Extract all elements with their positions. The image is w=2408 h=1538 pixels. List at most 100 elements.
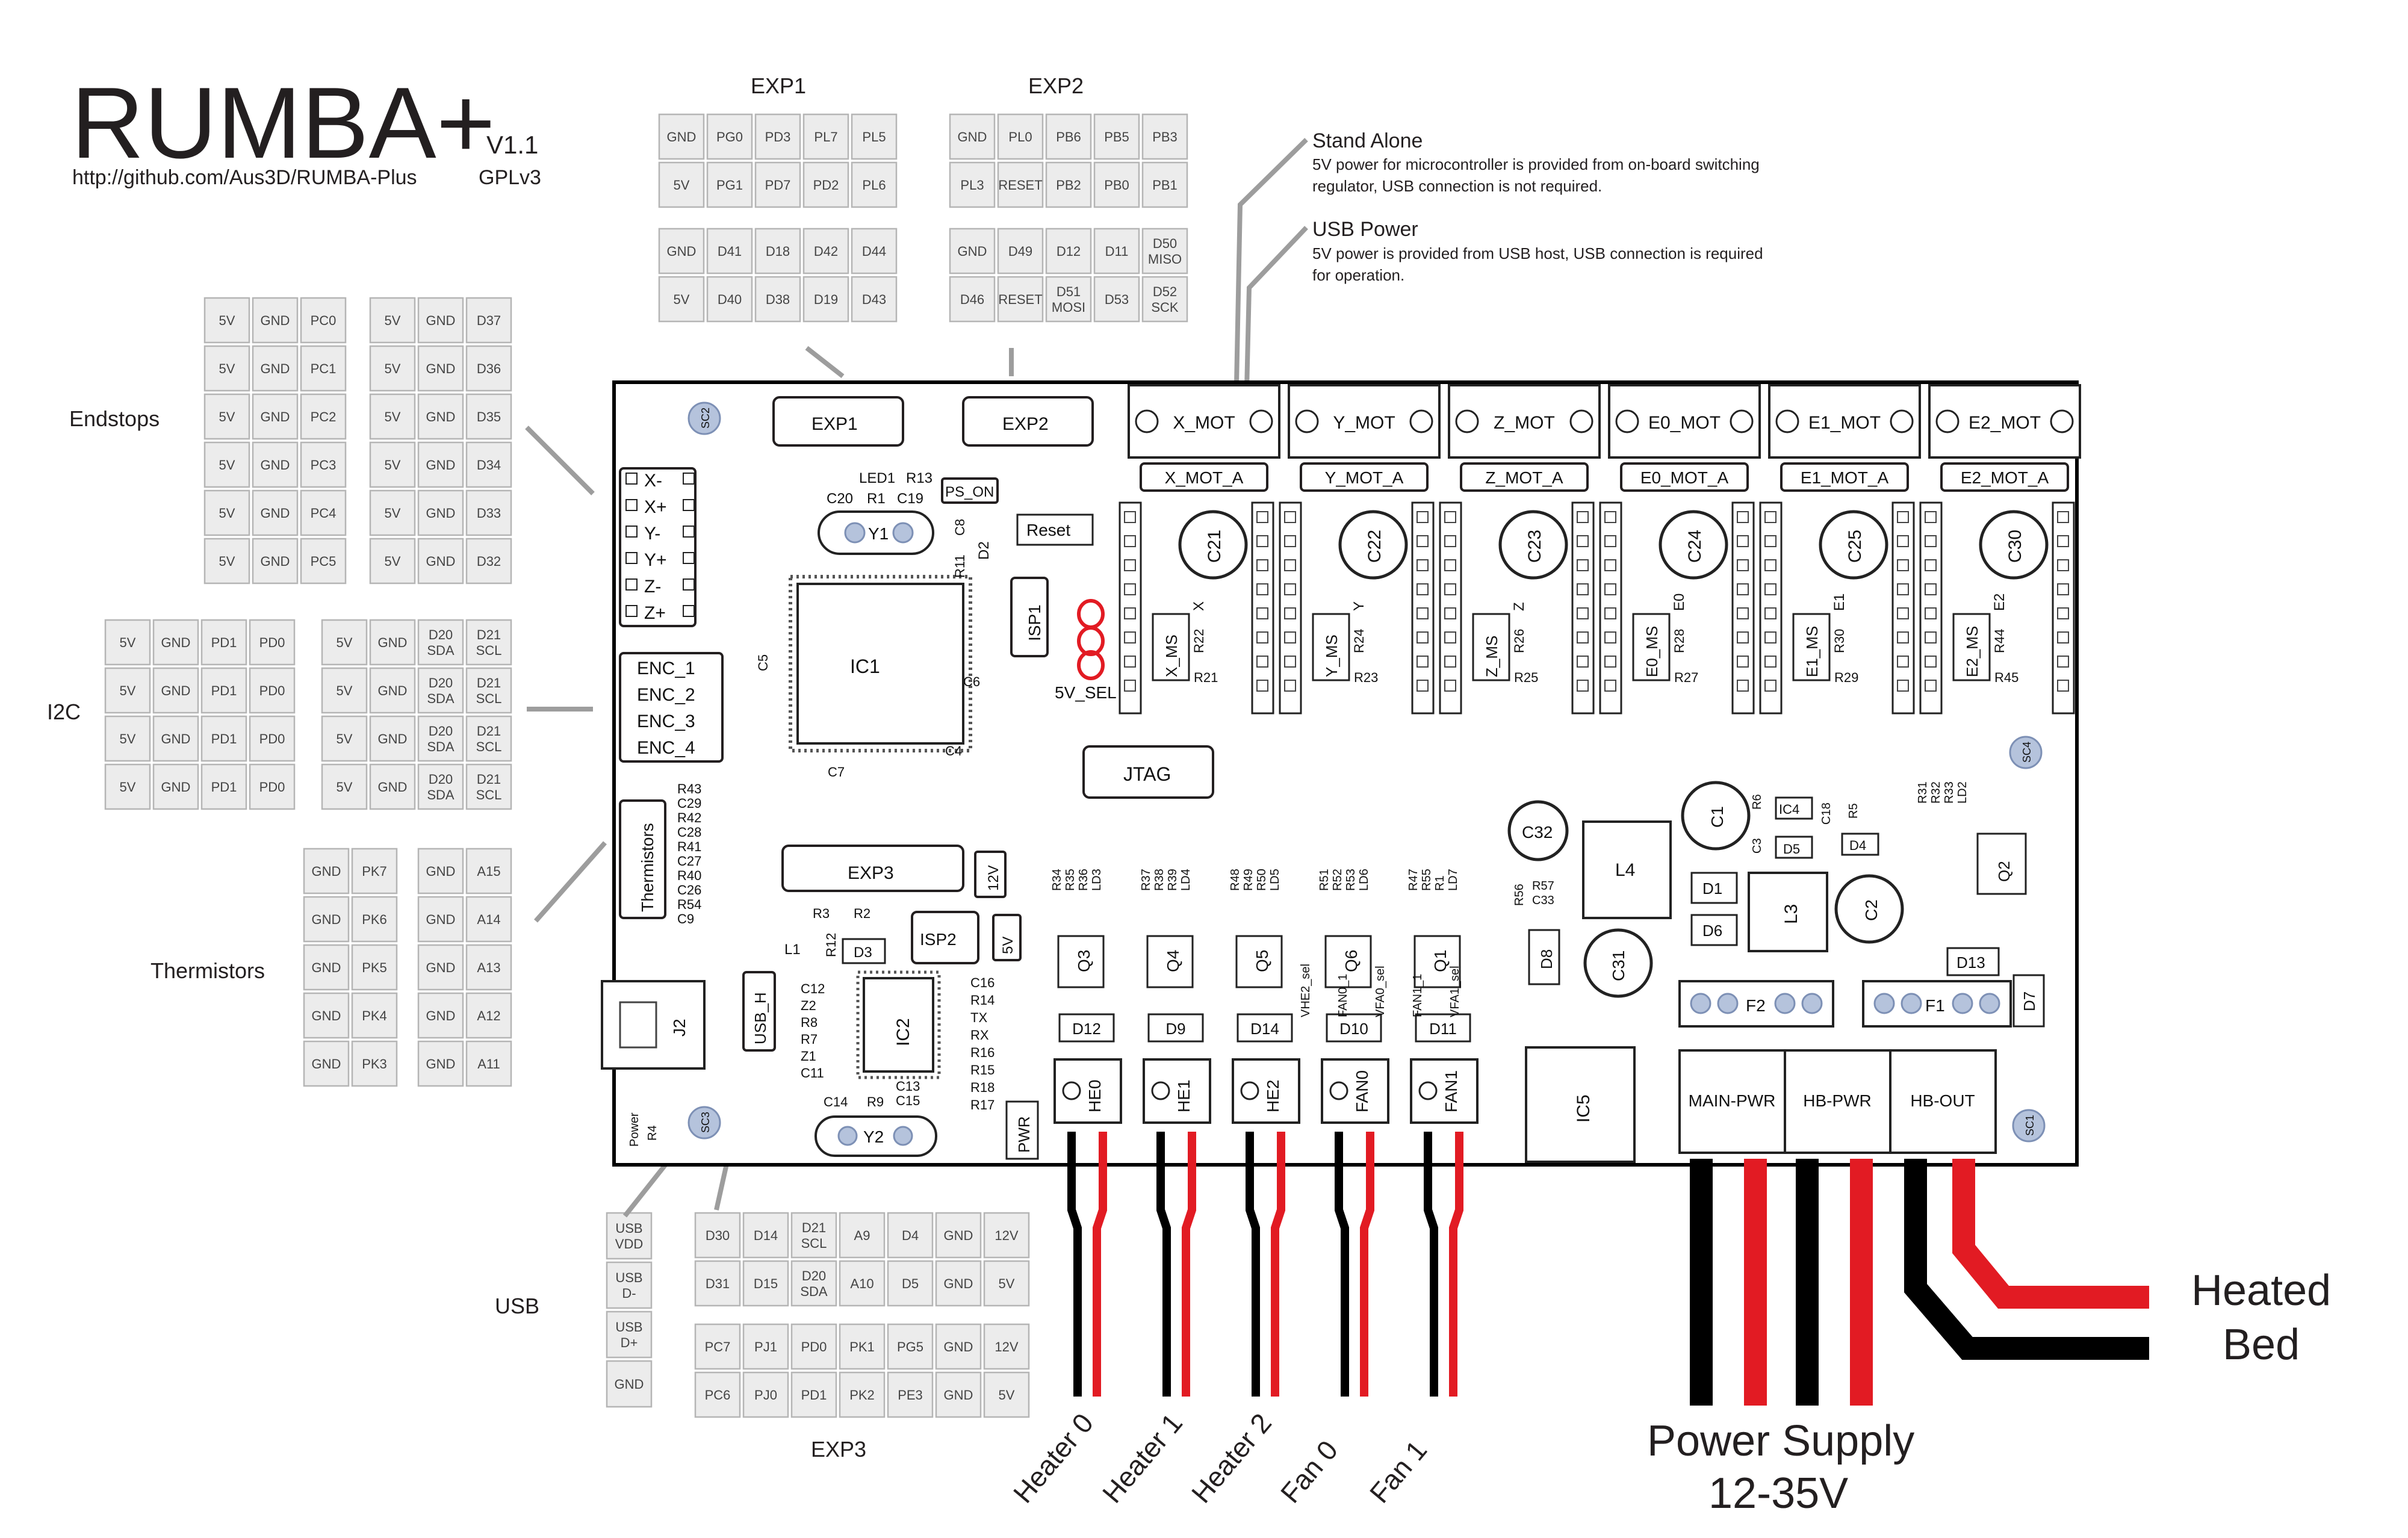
reset-button[interactable] (1016, 513, 1094, 546)
board-version: V1.1 (486, 131, 538, 159)
therm-part: R40 (677, 868, 701, 883)
motor-alt-header[interactable] (1780, 462, 1909, 492)
i2c_left-pin: GND (161, 635, 191, 650)
exp2_top-cell (1141, 113, 1188, 160)
motor-alt-header[interactable] (1140, 462, 1268, 492)
endstops_left-cell (252, 297, 299, 344)
ms-jumper[interactable] (1472, 613, 1510, 681)
i2c_left-pin: 5V (120, 731, 136, 746)
endstop-pin-Z+: Z+ (644, 603, 666, 623)
motor-connector-Z_MOT[interactable] (1448, 384, 1601, 459)
exp1_bottom-cell (706, 228, 753, 274)
motor-alt-header[interactable] (1940, 462, 2069, 492)
mosfet-label: Q3 (1075, 950, 1093, 972)
isp2-header[interactable] (911, 911, 979, 964)
exp2_bottom-cell (949, 228, 996, 274)
exp3_top-pin: D31 (706, 1276, 730, 1291)
endstops_left-pin: 5V (219, 313, 235, 328)
i2c_right-cell (465, 715, 512, 762)
mosfet-Q3 (1057, 935, 1105, 988)
motor-connector-Y_MOT[interactable] (1288, 384, 1441, 459)
i2c_right-pin: 5V (337, 780, 353, 795)
power-connector-HB-OUT[interactable] (1889, 1049, 1997, 1154)
endstop-header: X-X+Y-Y+Z-Z+ (619, 467, 697, 627)
motor-connector-E0_MOT[interactable] (1608, 384, 1761, 459)
v12-header[interactable] (974, 851, 1007, 898)
endstops_left-pin: PC0 (311, 313, 337, 328)
ms-jumper[interactable] (1952, 613, 1991, 681)
ms-jumper[interactable] (1792, 613, 1831, 681)
motor-label: E0_MOT (1648, 413, 1721, 433)
axis-label: Y (1351, 601, 1367, 611)
output-connector-FAN1[interactable] (1410, 1058, 1479, 1124)
exp1_top-cell (706, 161, 753, 208)
jtag-header[interactable] (1082, 745, 1214, 799)
v5-header[interactable] (992, 914, 1022, 961)
ic2-right-part: RX (970, 1028, 989, 1043)
sel-jumper-bottom[interactable] (1077, 650, 1105, 680)
sc1-mount (2012, 1109, 2046, 1143)
therm-part: C29 (677, 796, 701, 811)
power-connector-MAIN-PWR[interactable] (1678, 1049, 1786, 1154)
therm_right-cell (465, 896, 512, 943)
exp2_bottom-cell (1141, 228, 1188, 274)
endstops_left-cell (252, 538, 299, 585)
ms-jumper[interactable] (1152, 613, 1190, 681)
therm_left-pin: PK4 (362, 1008, 387, 1023)
resistor-label: R24 (1351, 629, 1367, 653)
y1-label: Y1 (868, 524, 889, 543)
exp1-header[interactable] (772, 396, 904, 447)
therm_left-pin: PK5 (362, 960, 387, 975)
isp1-header[interactable] (1010, 577, 1049, 657)
exp3_bottom-pin: PK2 (849, 1388, 875, 1403)
therm_left-pin: GND (312, 1056, 341, 1071)
output-connector-HE1[interactable] (1143, 1058, 1211, 1124)
therm_right-pin: A15 (477, 864, 500, 879)
motor-connector-E1_MOT[interactable] (1768, 384, 1921, 459)
therm_left-cell (303, 944, 350, 991)
therm_right-cell (465, 1040, 512, 1087)
output-connector-HE0[interactable] (1054, 1058, 1122, 1124)
ps-on-header[interactable] (941, 477, 999, 504)
ms-label: X_MS (1162, 634, 1181, 677)
ms-jumper[interactable] (1312, 613, 1350, 681)
exp2_bottom-pin: D12 (1057, 244, 1081, 259)
power-connector-HB-PWR[interactable] (1784, 1049, 1891, 1154)
thermistor-header[interactable] (619, 799, 666, 919)
power-connector-label: MAIN-PWR (1689, 1091, 1776, 1110)
diode-label: D9 (1165, 1020, 1185, 1038)
endstops_left-pin: 5V (219, 409, 235, 424)
output-wire-label: Heater 2 (1185, 1407, 1277, 1509)
exp2-header[interactable] (962, 396, 1094, 447)
mosfet-Q4 (1146, 935, 1194, 988)
output-connector-HE2[interactable] (1232, 1058, 1300, 1124)
output-connector-FAN0[interactable] (1321, 1058, 1389, 1124)
i2c_left-cell (249, 715, 296, 762)
c32-capacitor (1507, 800, 1569, 861)
therm_left-pin: GND (312, 864, 341, 879)
therm_left-pin: PK7 (362, 864, 387, 879)
motor-alt-header[interactable] (1620, 462, 1749, 492)
exp3-header[interactable] (781, 845, 964, 892)
r5-label: R5 (1847, 803, 1860, 819)
l4-inductor (1582, 820, 1672, 919)
exp2_bottom-pin: RESET (998, 292, 1042, 307)
motor-connector-E2_MOT[interactable] (1928, 384, 2081, 459)
sel-jumper-mid[interactable] (1077, 626, 1105, 656)
d1-label: D1 (1702, 879, 1722, 898)
motor-connector-X_MOT[interactable] (1128, 384, 1280, 459)
exp2_bottom-cell (1093, 228, 1140, 274)
exp1_bottom-cell (658, 276, 705, 323)
usb-h-header[interactable] (742, 971, 776, 1052)
i2c_left-cell (200, 715, 247, 762)
resistor-label: R28 (1672, 629, 1687, 653)
exp1_bottom-cell (754, 276, 801, 323)
ms-jumper[interactable] (1632, 613, 1671, 681)
motor-alt-header[interactable] (1460, 462, 1589, 492)
motor-alt-header[interactable] (1300, 462, 1429, 492)
